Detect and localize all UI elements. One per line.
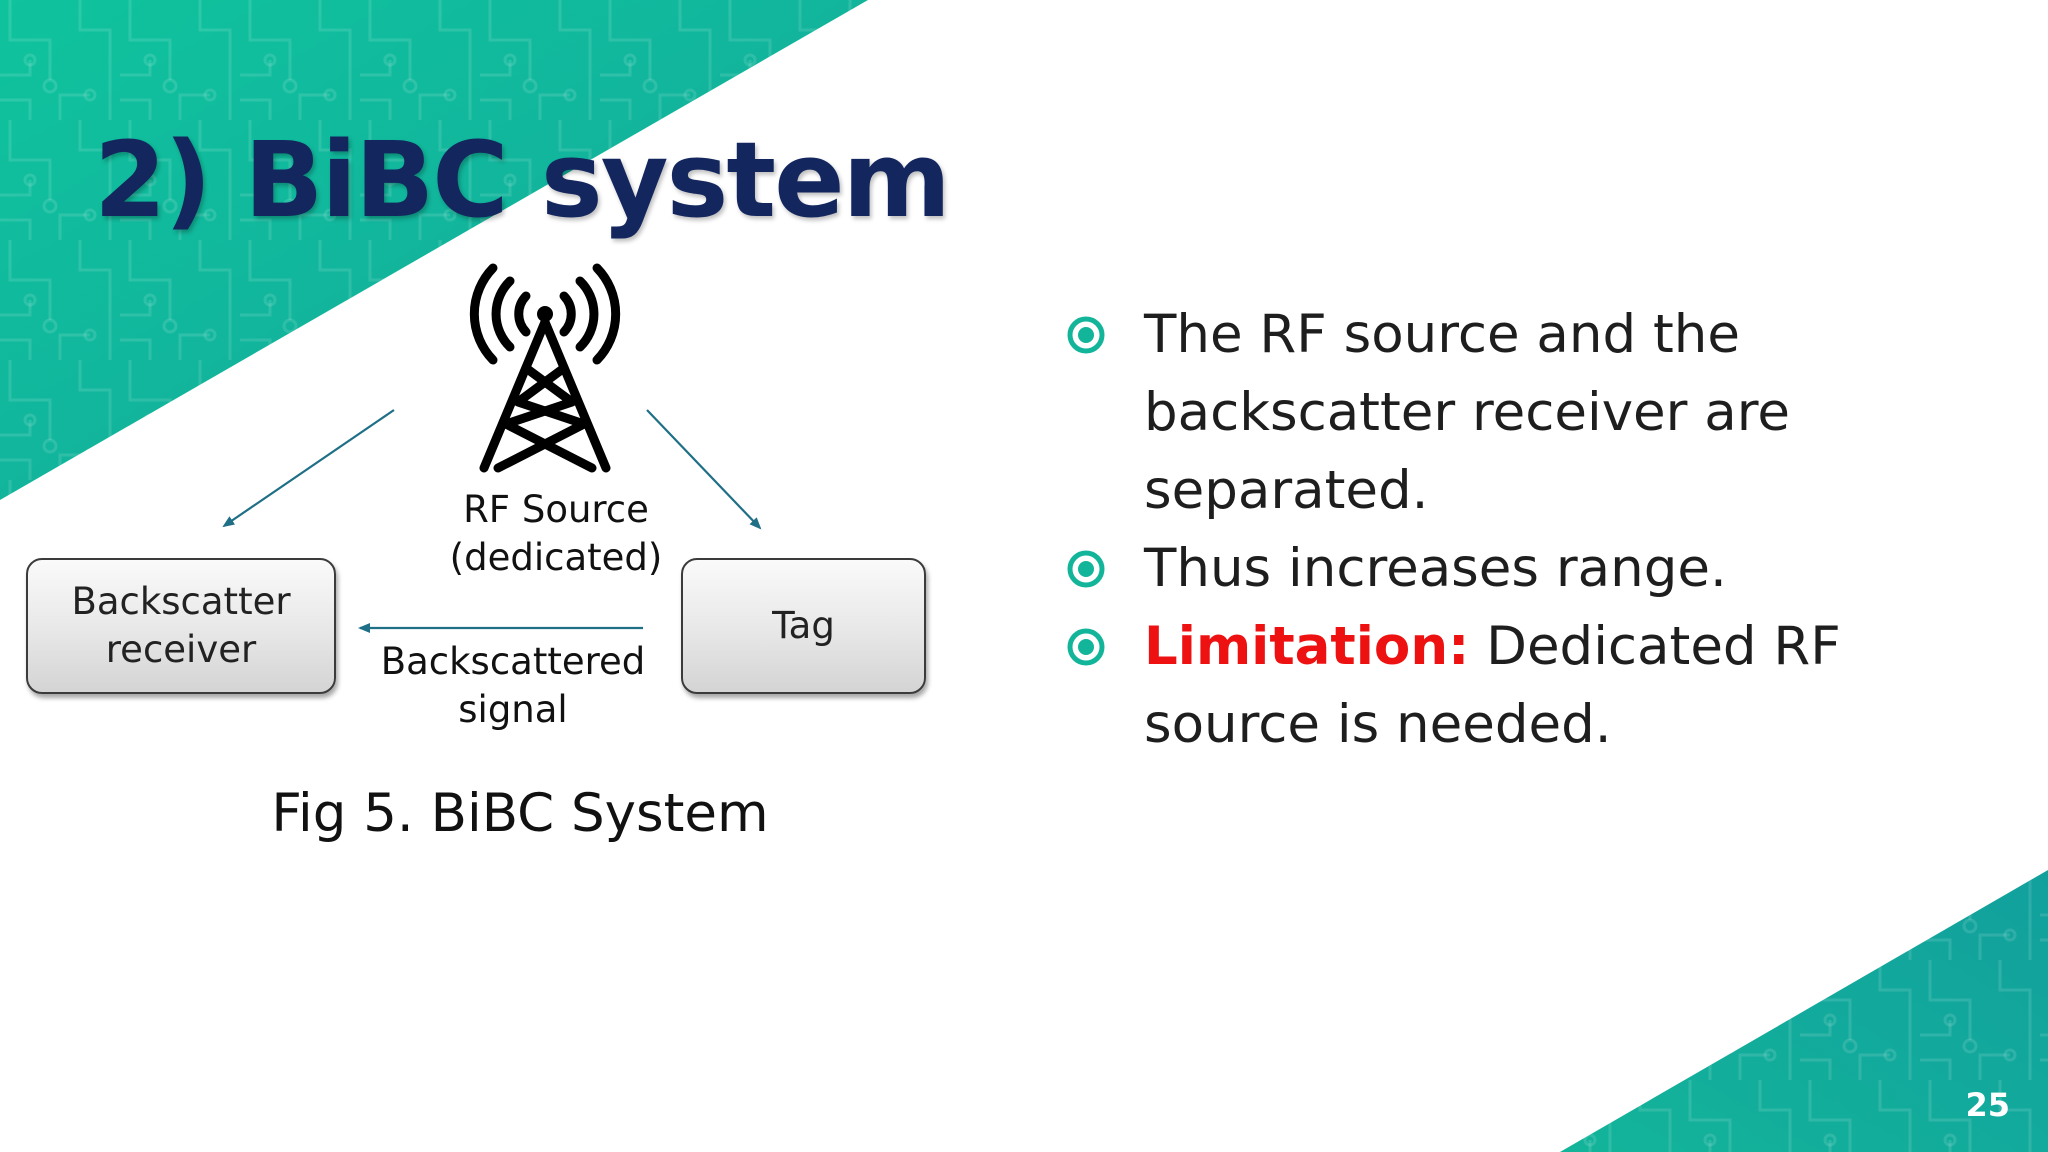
- limitation-highlight: Limitation:: [1144, 616, 1470, 677]
- bullet-3-line2: source is needed.: [1144, 694, 1612, 755]
- top-left-teal-shape: [0, 0, 868, 500]
- bullet-1-line1: The RF source and the: [1144, 304, 1740, 365]
- bullet-1-line2: backscatter receiver are: [1144, 382, 1791, 443]
- bullet-item: The RF source and the backscatter receiv…: [1062, 296, 2024, 530]
- arrow-rf-to-tag: [646, 409, 762, 530]
- receiver-label-line1: Backscatter: [71, 580, 291, 623]
- bullet-2-text: Thus increases range.: [1144, 538, 1727, 599]
- bullet-list: The RF source and the backscatter receiv…: [1062, 296, 2024, 764]
- bullet-item: Limitation: Dedicated RF source is neede…: [1062, 608, 2024, 764]
- bullet-item: Thus increases range.: [1062, 530, 2024, 608]
- target-bullet-icon: [1067, 628, 1105, 666]
- tag-box: Tag: [681, 558, 926, 694]
- rf-source-label-line1: RF Source: [463, 488, 649, 531]
- bottom-right-teal-shape: [1560, 870, 2048, 1152]
- backscattered-signal-label: Backscattered signal: [372, 638, 654, 734]
- rf-source-label-line2: (dedicated): [449, 536, 663, 579]
- backscatter-receiver-box: Backscatter receiver: [26, 558, 336, 694]
- signal-label-line1: Backscattered: [380, 640, 646, 683]
- arrow-rf-to-receiver: [222, 409, 395, 528]
- rf-source-label: RF Source (dedicated): [440, 486, 672, 582]
- receiver-label-line2: receiver: [105, 628, 257, 671]
- signal-label-line2: signal: [458, 688, 568, 731]
- slide-title: 2) BiBC system: [94, 119, 951, 241]
- bullet-3-rest: Dedicated RF: [1469, 616, 1841, 677]
- radio-tower-icon: [469, 263, 621, 473]
- page-number: 25: [1965, 1086, 2010, 1124]
- target-bullet-icon: [1067, 550, 1105, 588]
- bullet-1-line3: separated.: [1144, 460, 1429, 521]
- tag-label: Tag: [772, 604, 835, 647]
- target-bullet-icon: [1067, 316, 1105, 354]
- figure-caption: Fig 5. BiBC System: [271, 783, 769, 844]
- bullet-3-line1: Limitation: Dedicated RF: [1144, 608, 2024, 686]
